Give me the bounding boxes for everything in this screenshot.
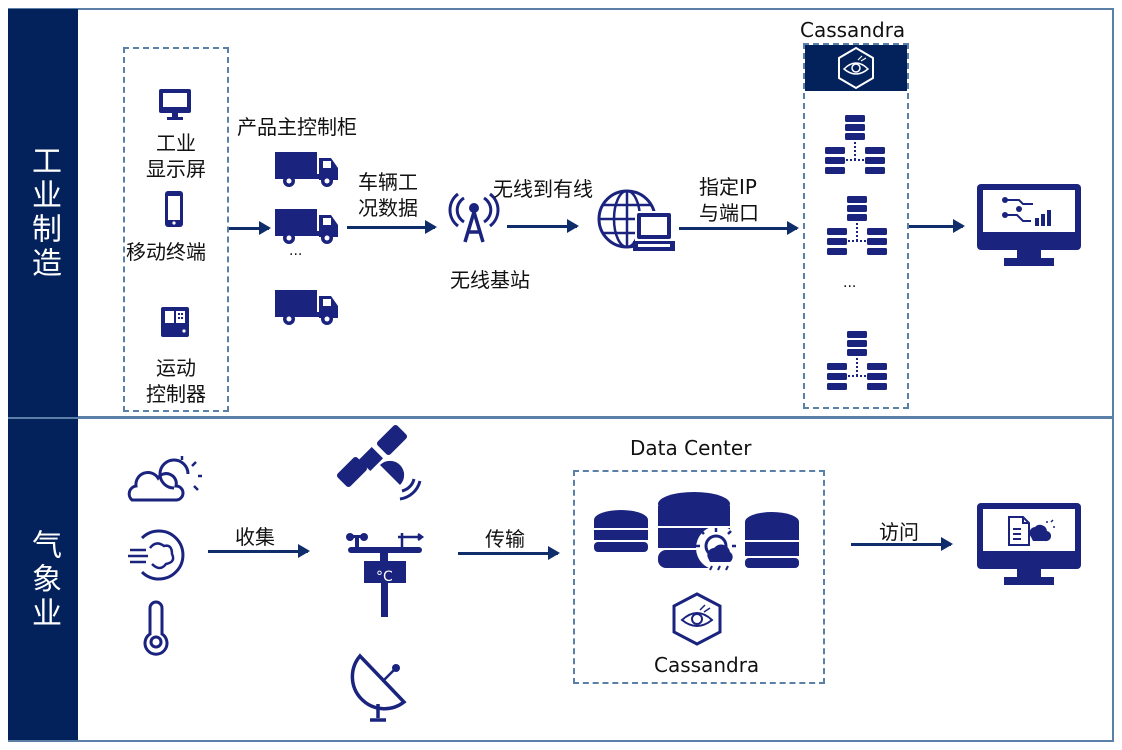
transmit-label: 传输 — [485, 527, 525, 551]
cluster-ellipsis: ... — [843, 275, 857, 291]
cassandra-eye-icon — [838, 46, 874, 90]
truck-icon — [275, 152, 338, 187]
industrial-panel — [8, 8, 1114, 418]
trucks-title: 产品主控制柜 — [237, 115, 357, 139]
arrow-devices-to-trucks — [229, 221, 271, 235]
device-label-line: 显示屏 — [146, 157, 206, 181]
database-cluster-icon — [594, 492, 799, 571]
base-station-label: 无线基站 — [450, 268, 530, 292]
arrow-basestation-to-network — [507, 219, 579, 233]
station-unit-label: °C — [376, 569, 393, 585]
industrial-section-label: 工业制造 — [26, 145, 61, 281]
cluster-title: Cassandra — [800, 18, 906, 42]
wireless-to-wired-label: 无线到有线 — [493, 177, 593, 201]
server-cluster-icon — [827, 331, 887, 390]
ip-port-label: 指定IP 与端口 — [699, 174, 759, 226]
ip-port-line: 与端口 — [699, 201, 759, 225]
access-label: 访问 — [879, 520, 919, 544]
satellite-dish-icon — [350, 653, 407, 722]
weather-station-icon — [346, 533, 425, 617]
server-cluster-icon — [825, 115, 885, 174]
arrow-cluster-to-analytics — [909, 219, 965, 233]
industrial-sidebar: 工业制造 — [8, 9, 78, 417]
cassandra-eye-icon — [672, 592, 722, 646]
arrow-trucks-to-basestation — [347, 220, 437, 234]
device-group-box — [123, 47, 229, 412]
device-label-line: 控制器 — [146, 382, 206, 406]
vehicle-data-line: 况数据 — [358, 196, 418, 220]
device-label-display: 工业 显示屏 — [136, 130, 216, 182]
trucks-ellipsis: ... — [289, 243, 303, 259]
monitor-analytics-icon — [977, 184, 1081, 266]
server-cluster-icon — [827, 196, 887, 255]
vehicle-data-line: 车辆工 — [358, 170, 418, 194]
weather-section-label: 气象业 — [26, 528, 61, 631]
arrow-datacenter-to-client — [851, 537, 953, 551]
arrow-sources-to-stations — [208, 544, 310, 558]
arrow-stations-to-datacenter — [458, 546, 560, 560]
motion-controller-icon — [161, 307, 189, 337]
collect-label: 收集 — [235, 525, 275, 549]
data-center-box — [573, 470, 825, 684]
globe-laptop-icon — [597, 189, 675, 251]
satellite-icon — [336, 424, 422, 501]
vehicle-data-label: 车辆工 况数据 — [358, 169, 418, 221]
weather-panel — [8, 417, 1114, 742]
truck-icon — [275, 290, 338, 325]
thermometer-icon — [143, 600, 169, 656]
wireless-tower-icon — [448, 192, 500, 243]
device-label-line: 运动 — [156, 356, 196, 380]
cloud-sun-icon — [127, 456, 202, 502]
cassandra-cluster-box — [803, 43, 909, 409]
cassandra-label: Cassandra — [654, 653, 760, 677]
truck-icon — [275, 209, 338, 244]
ip-port-line: 指定IP — [699, 175, 757, 199]
wind-icon — [128, 529, 185, 581]
weather-sidebar: 气象业 — [8, 419, 78, 740]
data-center-title: Data Center — [630, 436, 752, 460]
mobile-phone-icon — [165, 191, 183, 227]
device-label-mobile: 移动终端 — [126, 240, 206, 264]
monitor-icon — [159, 89, 191, 120]
arrow-network-to-cluster — [679, 221, 799, 235]
cassandra-cluster-header — [805, 45, 907, 91]
device-label-line: 工业 — [156, 131, 196, 155]
device-label-controller: 运动 控制器 — [136, 355, 216, 407]
monitor-weather-report-icon — [977, 503, 1081, 585]
